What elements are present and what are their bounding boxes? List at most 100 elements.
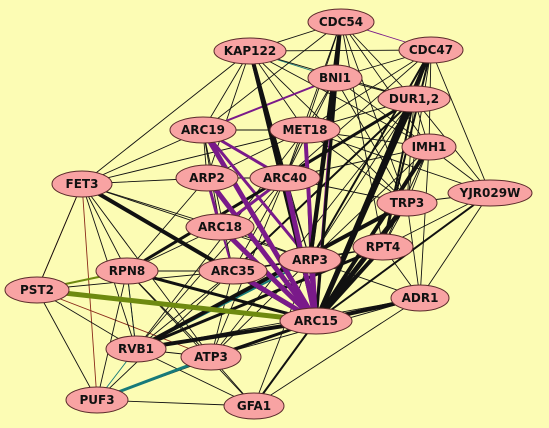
node-cdc47[interactable]: CDC47: [398, 36, 464, 64]
node-ellipse: [278, 246, 342, 274]
node-arp3[interactable]: ARP3: [278, 246, 342, 274]
node-ellipse: [401, 133, 457, 161]
node-met18[interactable]: MET18: [269, 116, 341, 144]
edge-arc15-gfa1: [253, 320, 317, 407]
edge-arc15-arp2: [204, 175, 319, 324]
edge-trp3-met18: [304, 129, 408, 204]
node-ellipse: [180, 343, 242, 371]
node-adr1[interactable]: ADR1: [390, 284, 450, 312]
edge-arc15-trp3: [313, 200, 410, 324]
node-yjr029w[interactable]: YJR029W: [447, 179, 533, 207]
node-label: ARC40: [263, 171, 307, 185]
edge-cdc54-dur12: [340, 21, 415, 100]
node-trp3[interactable]: TRP3: [376, 189, 438, 217]
node-kap122[interactable]: KAP122: [213, 37, 287, 65]
node-ellipse: [223, 392, 285, 420]
node-ellipse: [65, 386, 129, 414]
node-ellipse: [279, 307, 353, 335]
node-label: ARP3: [292, 253, 328, 267]
node-puf3[interactable]: PUF3: [65, 386, 129, 414]
node-label: YJR029W: [459, 186, 521, 200]
node-ellipse: [376, 189, 438, 217]
node-imh1[interactable]: IMH1: [401, 133, 457, 161]
node-ellipse: [185, 213, 255, 241]
edge-bni1-arp3: [308, 76, 337, 262]
node-arc35[interactable]: ARC35: [198, 257, 268, 285]
edge-kap122-met18: [249, 50, 306, 131]
node-arc40[interactable]: ARC40: [249, 164, 321, 192]
edge-fet3-rpn8: [81, 183, 128, 272]
edge-arp2-rpn8: [126, 177, 208, 272]
node-arc15[interactable]: ARC15: [279, 307, 353, 335]
edge-cdc54-imh1: [340, 21, 430, 148]
node-ellipse: [377, 85, 451, 113]
edge-dur12-rpt4: [382, 98, 415, 248]
edge-pst2-arc15: [34, 287, 319, 324]
node-label: IMH1: [412, 140, 447, 154]
node-rpn8[interactable]: RPN8: [95, 257, 159, 285]
node-label: RPT4: [366, 240, 401, 254]
node-pst2[interactable]: PST2: [4, 276, 70, 304]
edge-arc15-arc18: [217, 224, 319, 324]
node-label: ARC15: [294, 314, 338, 328]
node-ellipse: [390, 284, 450, 312]
edge-arc19-arc35: [202, 129, 234, 272]
node-gfa1[interactable]: GFA1: [223, 392, 285, 420]
edge-pst2-atp3: [36, 289, 212, 358]
node-ellipse: [4, 276, 70, 304]
node-cdc54[interactable]: CDC54: [307, 8, 375, 36]
node-ellipse: [249, 164, 321, 192]
node-label: TRP3: [390, 196, 425, 210]
node-dur12[interactable]: DUR1,2: [377, 85, 451, 113]
node-label: ATP3: [194, 350, 228, 364]
node-fet3[interactable]: FET3: [51, 170, 113, 198]
edge-rpn8-puf3: [96, 270, 128, 401]
node-ellipse: [105, 335, 167, 363]
edge-arc35-rvb1: [135, 270, 234, 350]
node-ellipse: [95, 257, 159, 285]
node-label: ARC35: [211, 264, 255, 278]
edge-arc15-imh1: [314, 145, 431, 323]
node-arc18[interactable]: ARC18: [185, 213, 255, 241]
node-ellipse: [352, 233, 414, 261]
node-rvb1[interactable]: RVB1: [105, 335, 167, 363]
edge-cdc54-trp3: [340, 21, 408, 204]
node-ellipse: [447, 179, 533, 207]
edge-cdc54-arc40: [284, 21, 342, 179]
node-label: ARC18: [198, 220, 242, 234]
node-label: CDC47: [409, 43, 453, 57]
edge-cdc54-arc19: [202, 21, 342, 131]
node-rpt4[interactable]: RPT4: [352, 233, 414, 261]
node-label: ADR1: [402, 291, 439, 305]
node-ellipse: [198, 257, 268, 285]
node-ellipse: [307, 64, 363, 92]
node-atp3[interactable]: ATP3: [180, 343, 242, 371]
node-ellipse: [269, 116, 341, 144]
edge-fet3-met18: [81, 129, 306, 185]
node-label: PST2: [20, 283, 54, 297]
edge-yjr029w-adr1: [419, 192, 491, 299]
edge-pst2-puf3: [36, 289, 98, 401]
edge-cdc47-arp3: [309, 49, 432, 261]
node-bni1[interactable]: BNI1: [307, 64, 363, 92]
node-label: ARP2: [189, 171, 225, 185]
node-label: ARC19: [181, 123, 225, 137]
node-ellipse: [169, 116, 237, 144]
node-label: MET18: [282, 123, 327, 137]
node-label: BNI1: [319, 71, 351, 85]
edge-dur12-arc35: [232, 98, 415, 272]
node-label: FET3: [66, 177, 99, 191]
node-label: KAP122: [224, 44, 276, 58]
node-ellipse: [398, 36, 464, 64]
edge-kap122-arc40: [248, 49, 287, 180]
edge-arc15-rpn8: [125, 269, 318, 323]
node-label: DUR1,2: [389, 92, 439, 106]
node-label: RPN8: [109, 264, 145, 278]
edge-fet3-puf3: [81, 183, 98, 401]
node-label: CDC54: [319, 15, 363, 29]
node-arc19[interactable]: ARC19: [169, 116, 237, 144]
node-arp2[interactable]: ARP2: [175, 164, 239, 192]
